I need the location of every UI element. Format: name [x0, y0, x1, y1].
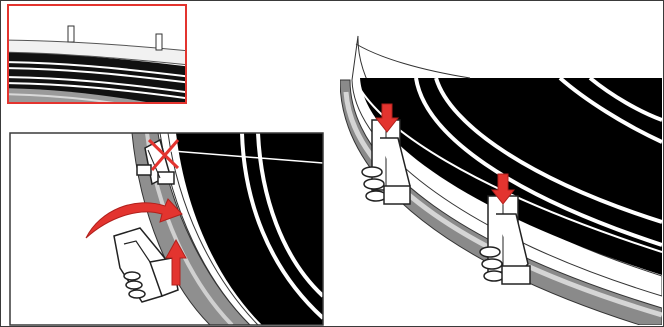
- left-rail: [159, 133, 259, 325]
- prohibited-x-icon: [147, 138, 180, 171]
- overview-inset: [9, 6, 186, 103]
- insert-clip: [113, 227, 179, 303]
- inset-highlight-border: [7, 4, 187, 104]
- arrow-up-icon: [165, 238, 187, 286]
- installed-clip-1: [361, 119, 411, 205]
- curved-arrow-icon: [85, 198, 183, 239]
- left-detail: [10, 133, 323, 325]
- arrow-down-icon-1: [374, 103, 400, 133]
- inset-clip-1: [67, 25, 75, 43]
- inset-clip-2: [155, 33, 163, 51]
- inset-track: [9, 52, 186, 103]
- right-detail: [340, 35, 662, 325]
- arrow-down-icon-2: [490, 173, 516, 205]
- installed-clip-2: [479, 195, 531, 285]
- left-detail-border: [9, 132, 324, 326]
- inset-border: [9, 88, 153, 103]
